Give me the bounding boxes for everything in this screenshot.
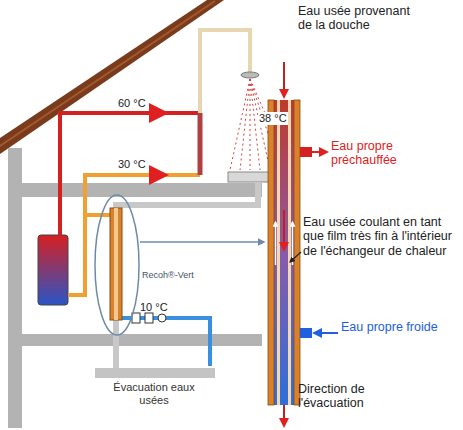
flow-arrow bbox=[283, 210, 285, 250]
mixer bbox=[198, 113, 203, 175]
flow-arrow bbox=[150, 111, 165, 115]
boiler-tank bbox=[38, 235, 68, 305]
temperature-label: 30 °C bbox=[118, 158, 158, 171]
heat-exchanger-core bbox=[114, 208, 118, 320]
shower-pipe bbox=[200, 30, 250, 113]
drain-ground bbox=[95, 368, 215, 378]
cold-arrow bbox=[314, 332, 338, 334]
hot-outlet bbox=[300, 147, 312, 157]
water-film bbox=[288, 100, 291, 405]
outlet-label: Eau propre préchauffée bbox=[331, 139, 457, 168]
temperature-label: 38 °C bbox=[258, 112, 288, 125]
water-film bbox=[277, 100, 280, 405]
hot-arrow bbox=[312, 151, 327, 153]
drain-pipe bbox=[113, 320, 119, 368]
flow-arrow bbox=[275, 222, 277, 265]
temperature-label: 10 °C bbox=[140, 301, 180, 314]
cold-inlet bbox=[300, 328, 312, 338]
inlet-label: Eau usée provenant de la douche bbox=[298, 4, 410, 33]
flow-arrow bbox=[150, 173, 165, 177]
wall-post bbox=[8, 148, 22, 428]
product-label: Recoh®-Vert bbox=[142, 270, 204, 280]
outlet-label: Direction de l'évacuation bbox=[298, 382, 422, 411]
exchanger-zoom bbox=[268, 100, 300, 405]
roof-edge bbox=[0, 1, 215, 146]
preheated-pipe bbox=[85, 175, 200, 215]
exchanger-wall bbox=[294, 100, 300, 405]
callout-text: Eau usée coulant en tant que film très f… bbox=[303, 215, 459, 258]
drain-label: Évacuation eaux usées bbox=[98, 381, 210, 406]
heat-exchanger bbox=[110, 208, 122, 320]
leader-arrow bbox=[290, 252, 301, 262]
preheated-pipe bbox=[68, 215, 85, 295]
valve bbox=[132, 313, 166, 323]
drain-pipe bbox=[116, 182, 258, 210]
hot-pipe bbox=[60, 113, 200, 235]
cold-pipe bbox=[122, 318, 210, 366]
roof bbox=[0, 0, 224, 154]
temperature-label: 60 °C bbox=[118, 97, 158, 110]
inlet-label: Eau propre froide bbox=[341, 320, 451, 334]
zoom-arrow bbox=[140, 241, 264, 243]
exchanger-wall bbox=[268, 100, 274, 405]
inlet-arrow bbox=[283, 62, 285, 97]
zoom-oval bbox=[95, 195, 139, 335]
shower-head bbox=[241, 72, 259, 78]
lower-floor bbox=[22, 334, 262, 346]
outlet-arrow bbox=[283, 405, 285, 426]
